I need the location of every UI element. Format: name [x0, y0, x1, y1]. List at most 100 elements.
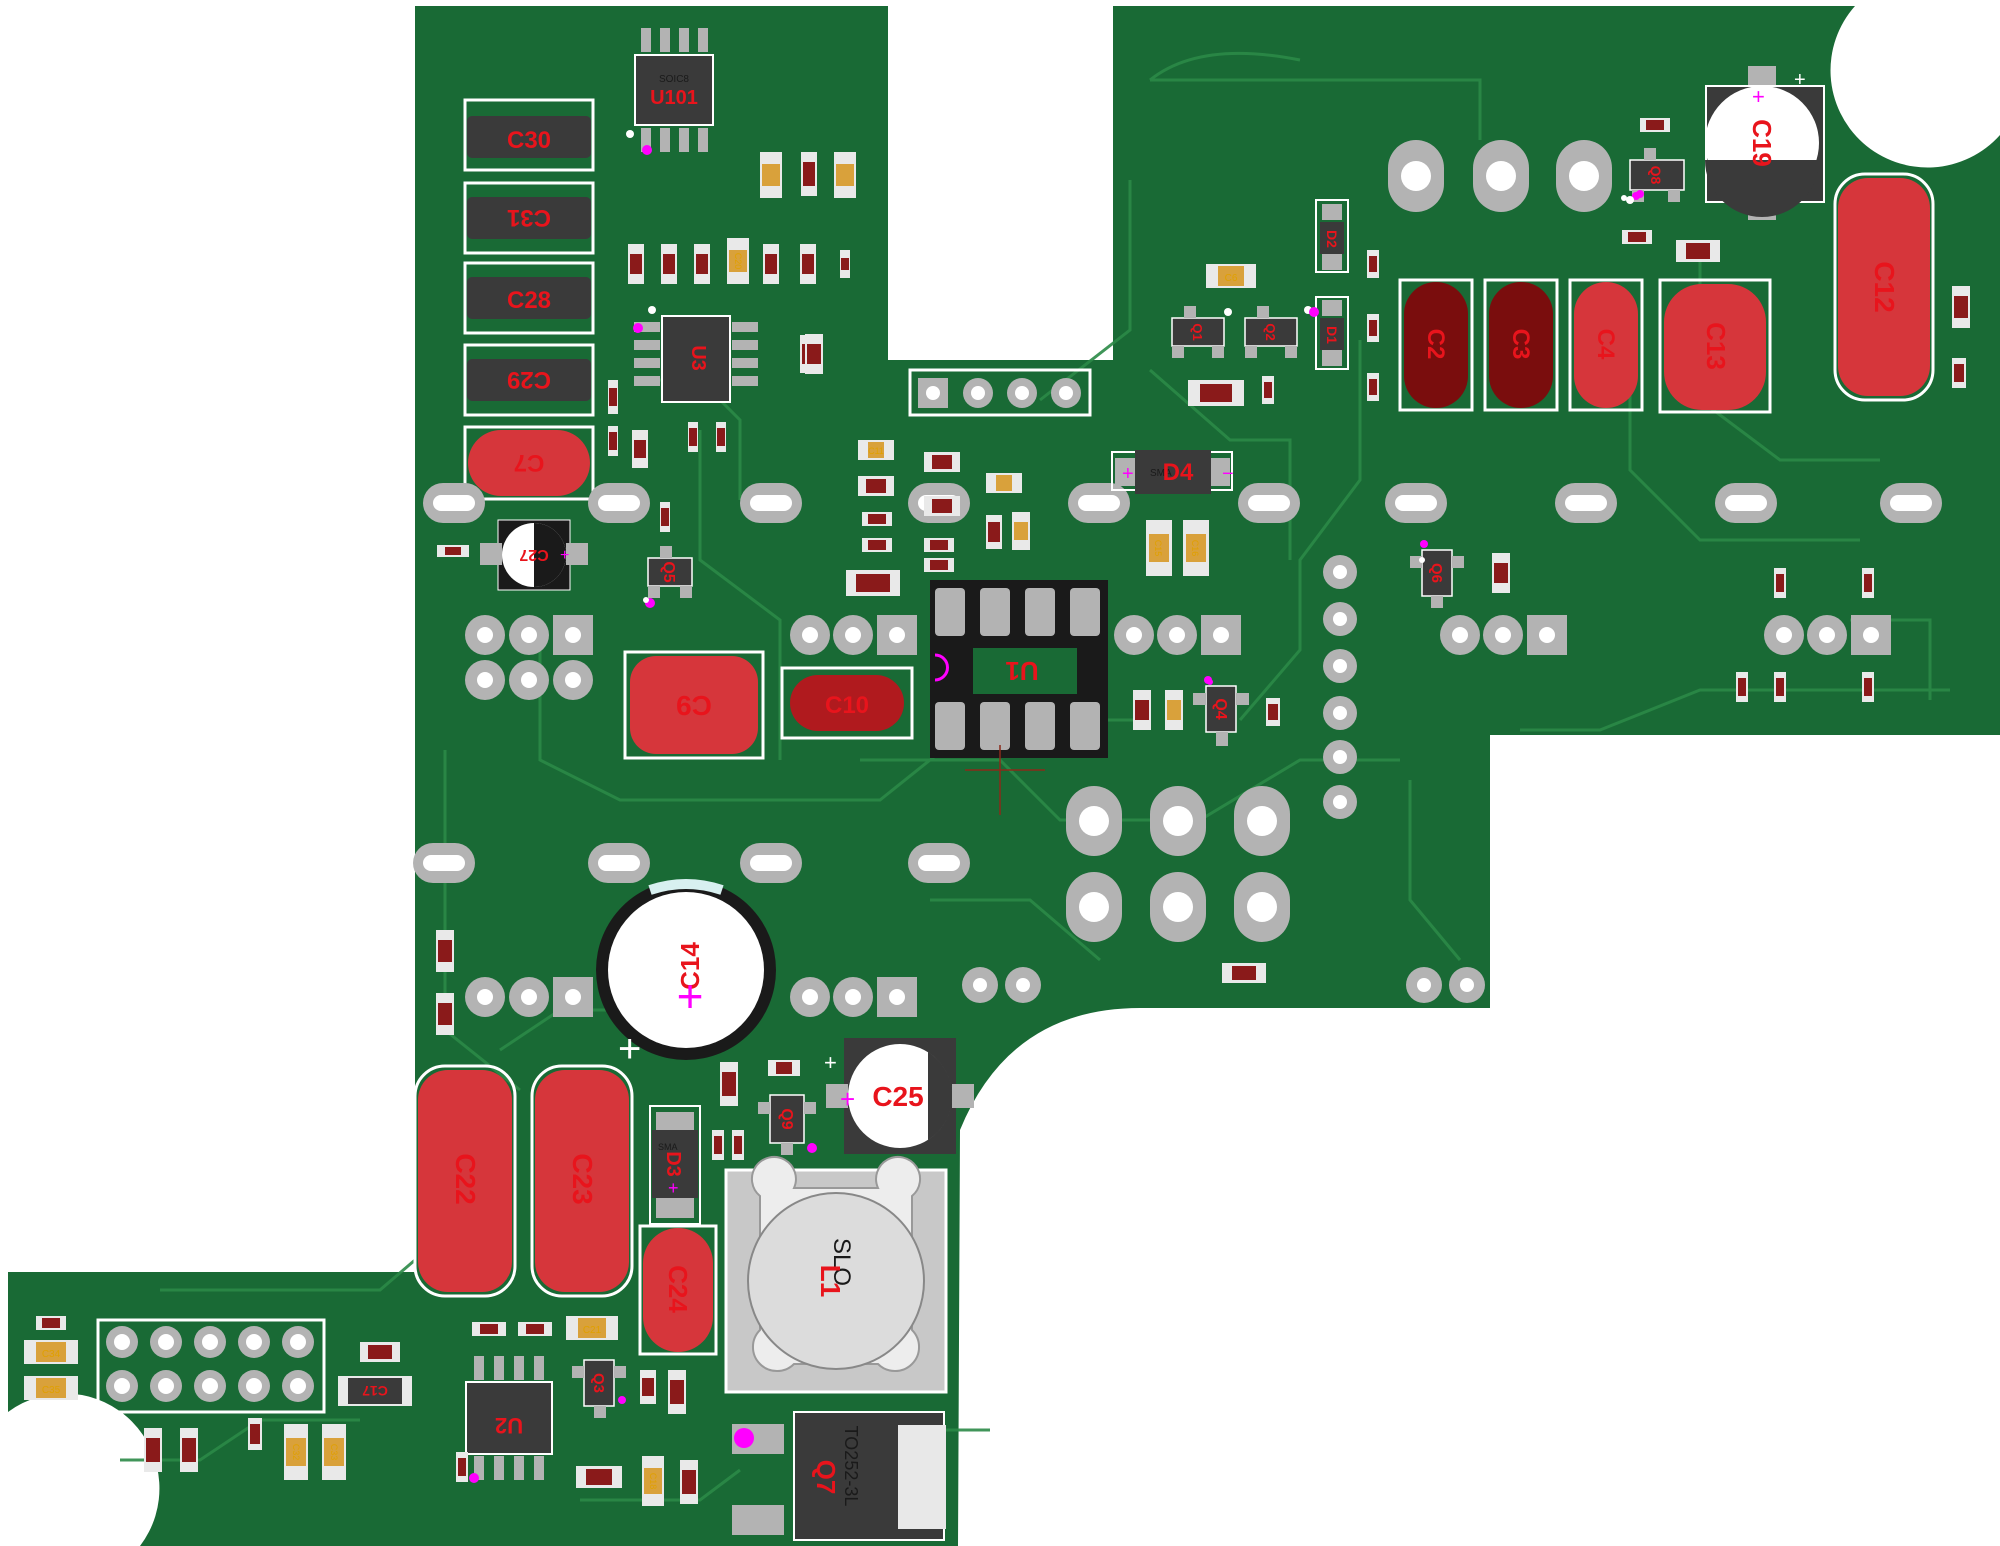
- capacitor-smd-C35: C35: [24, 1376, 78, 1400]
- capacitor-C2: C2: [1398, 278, 1474, 412]
- resistor-smd: [1622, 230, 1652, 244]
- resistor-smd: [763, 244, 779, 284]
- resistor-smd: [660, 502, 670, 532]
- resistor-smd: [805, 334, 823, 374]
- label-C14: C14: [675, 942, 705, 990]
- c27-plus-marker: +: [560, 547, 569, 564]
- resistor-smd: [688, 422, 698, 452]
- capacitor-smd: [834, 152, 856, 198]
- label-U2: U2: [495, 1413, 523, 1438]
- smd-passives-top-right: [1622, 118, 1970, 388]
- resistor-smd: [801, 152, 817, 196]
- capacitor-smd-C32: C32: [284, 1424, 308, 1480]
- resistor-smd: [1492, 553, 1510, 593]
- label-U1: U1: [1005, 656, 1038, 686]
- label-C15: C15: [1153, 540, 1163, 557]
- label-U101: U101: [650, 87, 698, 109]
- resistor-smd: [1952, 358, 1966, 388]
- resistor-smd: [680, 1460, 698, 1504]
- resistor-smd: [36, 1316, 66, 1330]
- oval-drills-upper: [433, 495, 1932, 511]
- transistor-Q6: Q6: [1410, 540, 1464, 608]
- transistor-Q7: TO252-3L Q7: [732, 1411, 946, 1541]
- transistor-Q9: Q9: [758, 1094, 817, 1155]
- resistor-smd: [1188, 380, 1244, 406]
- fiducial-cross: [965, 745, 1045, 815]
- capacitor-C3: C3: [1483, 278, 1559, 412]
- resistor-smd: [732, 1130, 744, 1160]
- capacitor-smd-C6: C6: [1206, 264, 1256, 288]
- resistor-smd: [576, 1466, 622, 1488]
- capacitor-smd-C20: C20: [727, 238, 749, 284]
- resistor-smd: [248, 1418, 262, 1450]
- capacitor-C25: C25 + +: [824, 1038, 974, 1154]
- transistor-Q2: Q2: [1244, 306, 1298, 358]
- oval-drills-lower: [423, 855, 960, 871]
- label-C16: C16: [1190, 540, 1200, 557]
- capacitor-smd: [760, 152, 782, 198]
- capacitor-C9: C9: [623, 650, 765, 760]
- capacitor-smd-C34: C34: [24, 1340, 78, 1364]
- smd-passives-bottom: C21 C18: [360, 1316, 698, 1506]
- label-C34: C34: [42, 1349, 61, 1360]
- label-C18: C18: [648, 1473, 658, 1490]
- label-C30: C30: [507, 127, 551, 154]
- marking-U101: SOIC8: [659, 74, 689, 85]
- label-D1: D1: [1324, 326, 1340, 344]
- resistor-smd: [924, 452, 960, 472]
- label-Q6: Q6: [1428, 563, 1445, 583]
- diode-D2: D2: [1315, 199, 1349, 273]
- ic-U3: U3: [633, 315, 758, 403]
- label-Q8: Q8: [1648, 166, 1664, 185]
- label-C2: C2: [1422, 329, 1449, 360]
- capacitor-C13: C13: [1658, 278, 1772, 414]
- resistor-smd: [628, 244, 644, 284]
- resistor-smd: [360, 1342, 400, 1362]
- capacitor-smd-C16: C16: [1183, 520, 1209, 576]
- capacitor-C19: C19 + +: [1705, 66, 1825, 220]
- marking-L1: SLO: [828, 1238, 855, 1286]
- resistor-smd: [716, 422, 726, 452]
- diode-D4: SMA D4 + −: [1111, 450, 1234, 494]
- label-Q5: Q5: [660, 561, 677, 582]
- resistor-smd: [1774, 672, 1786, 702]
- label-C10: C10: [825, 692, 869, 719]
- label-D2: D2: [1324, 230, 1340, 248]
- resistor-smd: [1133, 690, 1151, 730]
- resistor-smd: [1862, 672, 1874, 702]
- resistor-smd: [1640, 118, 1670, 132]
- label-C3: C3: [1507, 329, 1534, 360]
- d4-plus-marker: +: [1122, 463, 1134, 485]
- label-D4: D4: [1163, 459, 1194, 486]
- d4-minus-marker: −: [1222, 463, 1234, 485]
- resistor-smd: [858, 476, 894, 496]
- label-C17: C17: [362, 1383, 388, 1399]
- resistor-smd: [518, 1322, 552, 1336]
- label-Q1: Q1: [1190, 323, 1205, 340]
- resistor-smd: [720, 1062, 738, 1106]
- capacitor-C7: C7: [463, 425, 595, 501]
- resistor-smd: [1222, 963, 1266, 983]
- smd-passives-q4: [1133, 690, 1280, 730]
- label-C19: C19: [1747, 119, 1777, 167]
- label-Q7: Q7: [811, 1460, 841, 1495]
- smd-passives-mid-right: [1492, 553, 1874, 702]
- resistor-smd: [1862, 568, 1874, 598]
- capacitor-C14: C14 + +: [596, 879, 776, 1071]
- vias: [626, 130, 1634, 603]
- film-capacitor-C28: C28: [463, 261, 595, 335]
- label-C32: C32: [291, 1444, 301, 1461]
- label-L1: L1: [815, 1265, 846, 1298]
- resistor-smd: [1736, 672, 1748, 702]
- resistor-smd: [1367, 373, 1379, 401]
- resistor-smd: [1262, 376, 1274, 404]
- label-C4: C4: [1592, 329, 1619, 360]
- ic-U2: U2: [465, 1356, 553, 1483]
- label-C27: C27: [519, 546, 548, 563]
- smd-passives-center: C11: [805, 334, 1030, 596]
- label-Q3: Q3: [590, 1373, 607, 1393]
- resistor-smd: [1367, 314, 1379, 342]
- power-pads-top-right: [1388, 140, 1612, 212]
- capacitor-smd-C18: C18: [642, 1456, 664, 1506]
